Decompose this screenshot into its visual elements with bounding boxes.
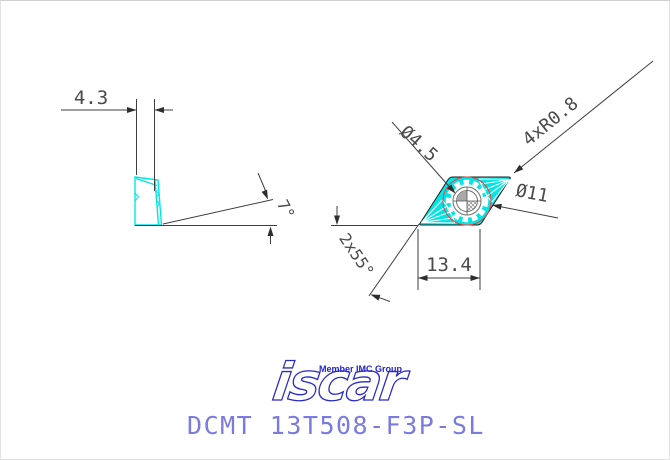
side-view: 4.3 7°: [61, 87, 299, 244]
side-view-angle-lines: [135, 172, 277, 244]
arrowhead: [127, 107, 137, 113]
dim-corner-radius-label: 4xR0.8: [519, 93, 583, 150]
dim-inscribed-circle-label: Ø11: [514, 180, 550, 207]
dimension-13-4: [417, 229, 481, 290]
dim-nose-angle-label: 2x55°: [335, 230, 378, 281]
arrowhead: [470, 275, 480, 281]
leader-corner-radius: [513, 60, 654, 174]
dim-thickness-label: 4.3: [74, 87, 108, 109]
arrowhead: [154, 107, 164, 113]
dim-clearance-angle-label: 7°: [273, 196, 299, 222]
dim-hole-diameter-label: Ø4.5: [396, 122, 442, 167]
dim-length-label: 13.4: [426, 254, 472, 276]
center-hole: [452, 186, 482, 216]
arrowhead: [334, 215, 340, 225]
arrowhead: [261, 189, 271, 201]
chipbreaker-pattern: [421, 178, 510, 224]
iscar-logo: iscar Member IMC Group: [269, 353, 414, 414]
leader-inscribed-circle: [491, 204, 559, 219]
side-view-insert-outline: [134, 176, 163, 226]
part-number-title: DCMT 13T508-F3P-SL: [187, 411, 485, 440]
nose-angle-geometry: [331, 206, 420, 302]
inscribed-circle-ref: [442, 176, 492, 226]
logo-tagline: Member IMC Group: [319, 364, 403, 374]
iscar-logo-wordmark: iscar: [269, 353, 413, 413]
side-view-dimension-4-3: [61, 99, 173, 191]
arrowhead: [267, 226, 274, 236]
leader-hole-diameter: [391, 121, 455, 193]
top-view: Ø4.5 4xR0.8 Ø11 13.4: [331, 60, 654, 302]
